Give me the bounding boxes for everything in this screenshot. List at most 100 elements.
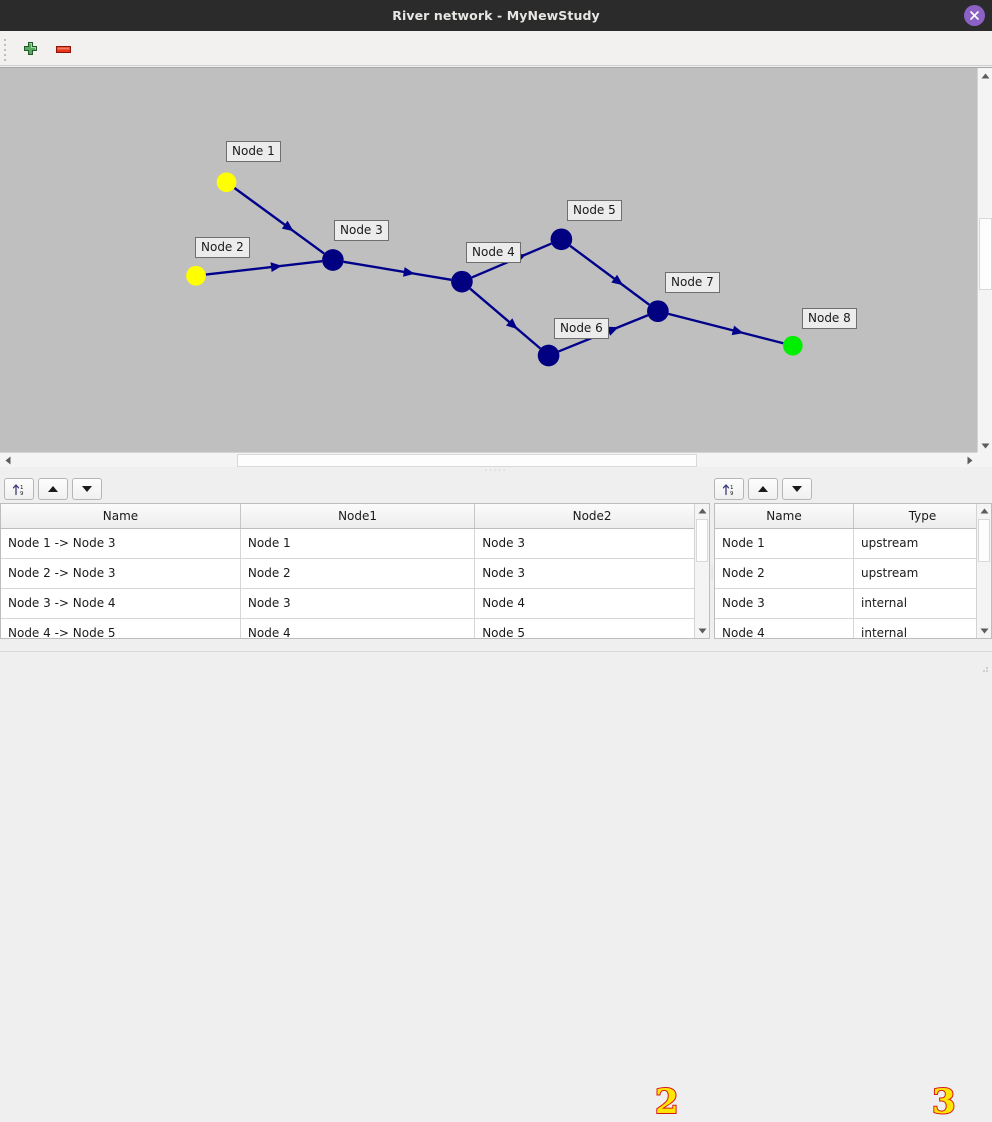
nodes-vertical-scrollbar[interactable] [976,504,991,638]
canvas-vertical-scrollbar[interactable] [977,68,992,453]
cell-node2[interactable]: Node 4 [475,588,709,618]
network-diagram[interactable]: Node 1 Node 2 Node 3 Node 4 Node 5 Node 6 Node… [0,68,977,453]
chevron-down-icon [980,628,989,634]
triangle-up-icon [47,485,59,493]
splitter-grip: ····· [485,469,508,473]
nodes-scroll-up-button[interactable] [977,504,991,518]
graph-node-node7[interactable] [647,300,669,322]
canvas-hscroll-thumb[interactable] [237,454,697,467]
reaches-move-up-button[interactable] [38,478,68,500]
cell-name[interactable]: Node 1 [715,528,854,558]
scroll-down-button[interactable] [978,438,992,453]
resize-grip-icon[interactable] [979,663,989,673]
nodes-sort-button[interactable]: 1 9 [714,478,744,500]
scroll-up-button[interactable] [978,68,992,83]
cell-node2[interactable]: Node 3 [475,528,709,558]
column-header-type[interactable]: Type [854,504,991,528]
graph-node-node8[interactable] [783,336,803,356]
annotation-3: 3 [932,1085,956,1119]
edge-Node4-to-Node6[interactable] [470,289,540,349]
cell-name[interactable]: Node 2 -> Node 3 [1,558,240,588]
close-icon [969,10,980,21]
node-label-node6[interactable]: Node 6 [554,318,609,339]
main-toolbar [0,31,992,66]
cell-node1[interactable]: Node 1 [240,528,474,558]
edge-Node5-to-Node7[interactable] [570,246,649,305]
reaches-scroll-up-button[interactable] [695,504,709,518]
node-label-node5[interactable]: Node 5 [567,200,622,221]
reaches-vscroll-thumb[interactable] [696,519,708,562]
canvas-vscroll-thumb[interactable] [979,218,992,290]
toolbar-drag-handle[interactable] [4,39,9,58]
canvas-horizontal-scrollbar[interactable] [0,452,977,467]
edge-Node2-to-Node3[interactable] [206,261,322,274]
graph-node-node2[interactable] [186,266,206,286]
cell-type[interactable]: upstream [854,528,991,558]
column-header-name[interactable]: Name [1,504,240,528]
node-label-node8[interactable]: Node 8 [802,308,857,329]
nodes-vscroll-thumb[interactable] [978,519,990,562]
column-header-node1[interactable]: Node1 [240,504,474,528]
nodes-toolbar: 1 9 [714,475,992,503]
column-header-node2[interactable]: Node2 [475,504,709,528]
node-label-node2[interactable]: Node 2 [195,237,250,258]
chevron-left-icon [5,456,11,465]
column-header-name[interactable]: Name [715,504,854,528]
node-label-node1[interactable]: Node 1 [226,141,281,162]
cell-name[interactable]: Node 2 [715,558,854,588]
reaches-move-down-button[interactable] [72,478,102,500]
cell-name[interactable]: Node 3 [715,588,854,618]
graph-node-node5[interactable] [551,228,573,250]
cell-type[interactable]: internal [854,588,991,618]
scrollbar-corner [977,452,992,467]
horizontal-splitter[interactable]: ····· [0,467,992,475]
edge-Node7-to-Node8[interactable] [668,314,783,343]
scroll-left-button[interactable] [0,453,15,468]
graph-node-node1[interactable] [217,172,237,192]
cell-name[interactable]: Node 4 [715,618,854,639]
nodes-move-up-button[interactable] [748,478,778,500]
cell-node2[interactable]: Node 5 [475,618,709,639]
cell-name[interactable]: Node 1 -> Node 3 [1,528,240,558]
reaches-vertical-scrollbar[interactable] [694,504,709,638]
plus-icon [22,41,39,58]
cell-type[interactable]: internal [854,618,991,639]
cell-node1[interactable]: Node 4 [240,618,474,639]
minus-icon [55,43,72,55]
node-label-node4[interactable]: Node 4 [466,242,521,263]
scroll-right-button[interactable] [962,453,977,468]
close-button[interactable] [964,5,985,26]
node-label-node3[interactable]: Node 3 [334,220,389,241]
reaches-scroll-down-button[interactable] [695,624,709,638]
graph-node-node3[interactable] [322,249,344,271]
cell-name[interactable]: Node 3 -> Node 4 [1,588,240,618]
cell-name[interactable]: Node 4 -> Node 5 [1,618,240,639]
graph-node-node6[interactable] [538,345,560,367]
nodes-scroll-down-button[interactable] [977,624,991,638]
reaches-sort-button[interactable]: 1 9 [4,478,34,500]
cell-node2[interactable]: Node 3 [475,558,709,588]
cell-node1[interactable]: Node 2 [240,558,474,588]
add-node-button[interactable] [19,38,41,60]
delete-node-button[interactable] [52,38,74,60]
cell-type[interactable]: upstream [854,558,991,588]
edge-arrow-icon [611,275,623,286]
nodes-move-down-button[interactable] [782,478,812,500]
status-bar [0,651,992,676]
sort-icon: 1 9 [12,482,27,497]
edge-Node3-to-Node4[interactable] [344,262,452,280]
cell-node1[interactable]: Node 3 [240,588,474,618]
graph-node-node4[interactable] [451,271,473,293]
node-label-node7[interactable]: Node 7 [665,272,720,293]
